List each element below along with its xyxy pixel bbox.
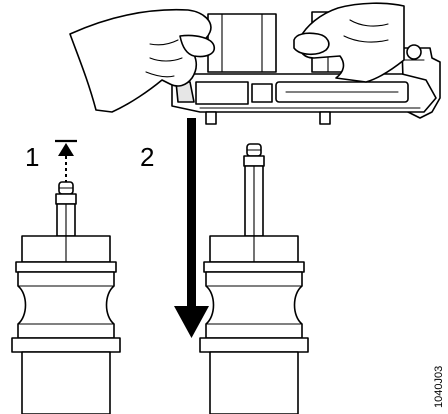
right-hand (293, 2, 405, 83)
left-hand (69, 8, 216, 113)
step-1-label: 1 (25, 142, 39, 172)
pull-up-arrow (55, 139, 77, 182)
figure-code: 1040J03 (433, 366, 445, 408)
right-connector (199, 143, 309, 414)
left-connector (11, 181, 121, 414)
step-2-label: 2 (140, 142, 154, 172)
push-down-arrow (174, 118, 209, 338)
